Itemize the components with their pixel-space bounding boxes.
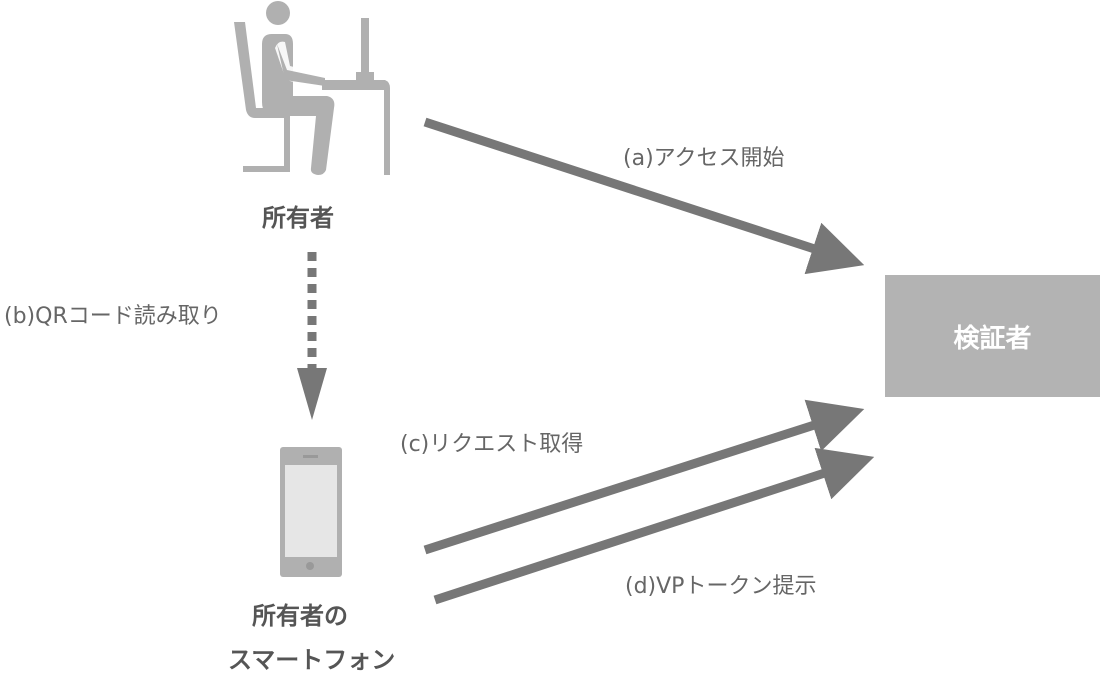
smartphone-icon xyxy=(280,447,342,577)
smartphone-label-line1: 所有者の xyxy=(252,602,348,630)
arrow-d-vp-token xyxy=(433,447,875,605)
arrow-c-request-fetch xyxy=(423,399,865,555)
arrow-b-head xyxy=(297,368,327,420)
flow-label-b: (b)QRコード読み取り xyxy=(4,304,222,329)
flow-label-d: (d)VPトークン提示 xyxy=(625,574,817,599)
smartphone-label-line2: スマートフォン xyxy=(228,646,396,674)
arrow-a-access-start xyxy=(423,117,865,275)
verifier-label: 検証者 xyxy=(953,323,1032,354)
verifier-box: 検証者 xyxy=(885,275,1100,397)
flow-label-a: (a)アクセス開始 xyxy=(623,146,785,171)
person-at-desk-icon xyxy=(234,1,390,175)
owner-label: 所有者 xyxy=(262,204,334,232)
flow-label-c: (c)リクエスト取得 xyxy=(400,432,584,457)
